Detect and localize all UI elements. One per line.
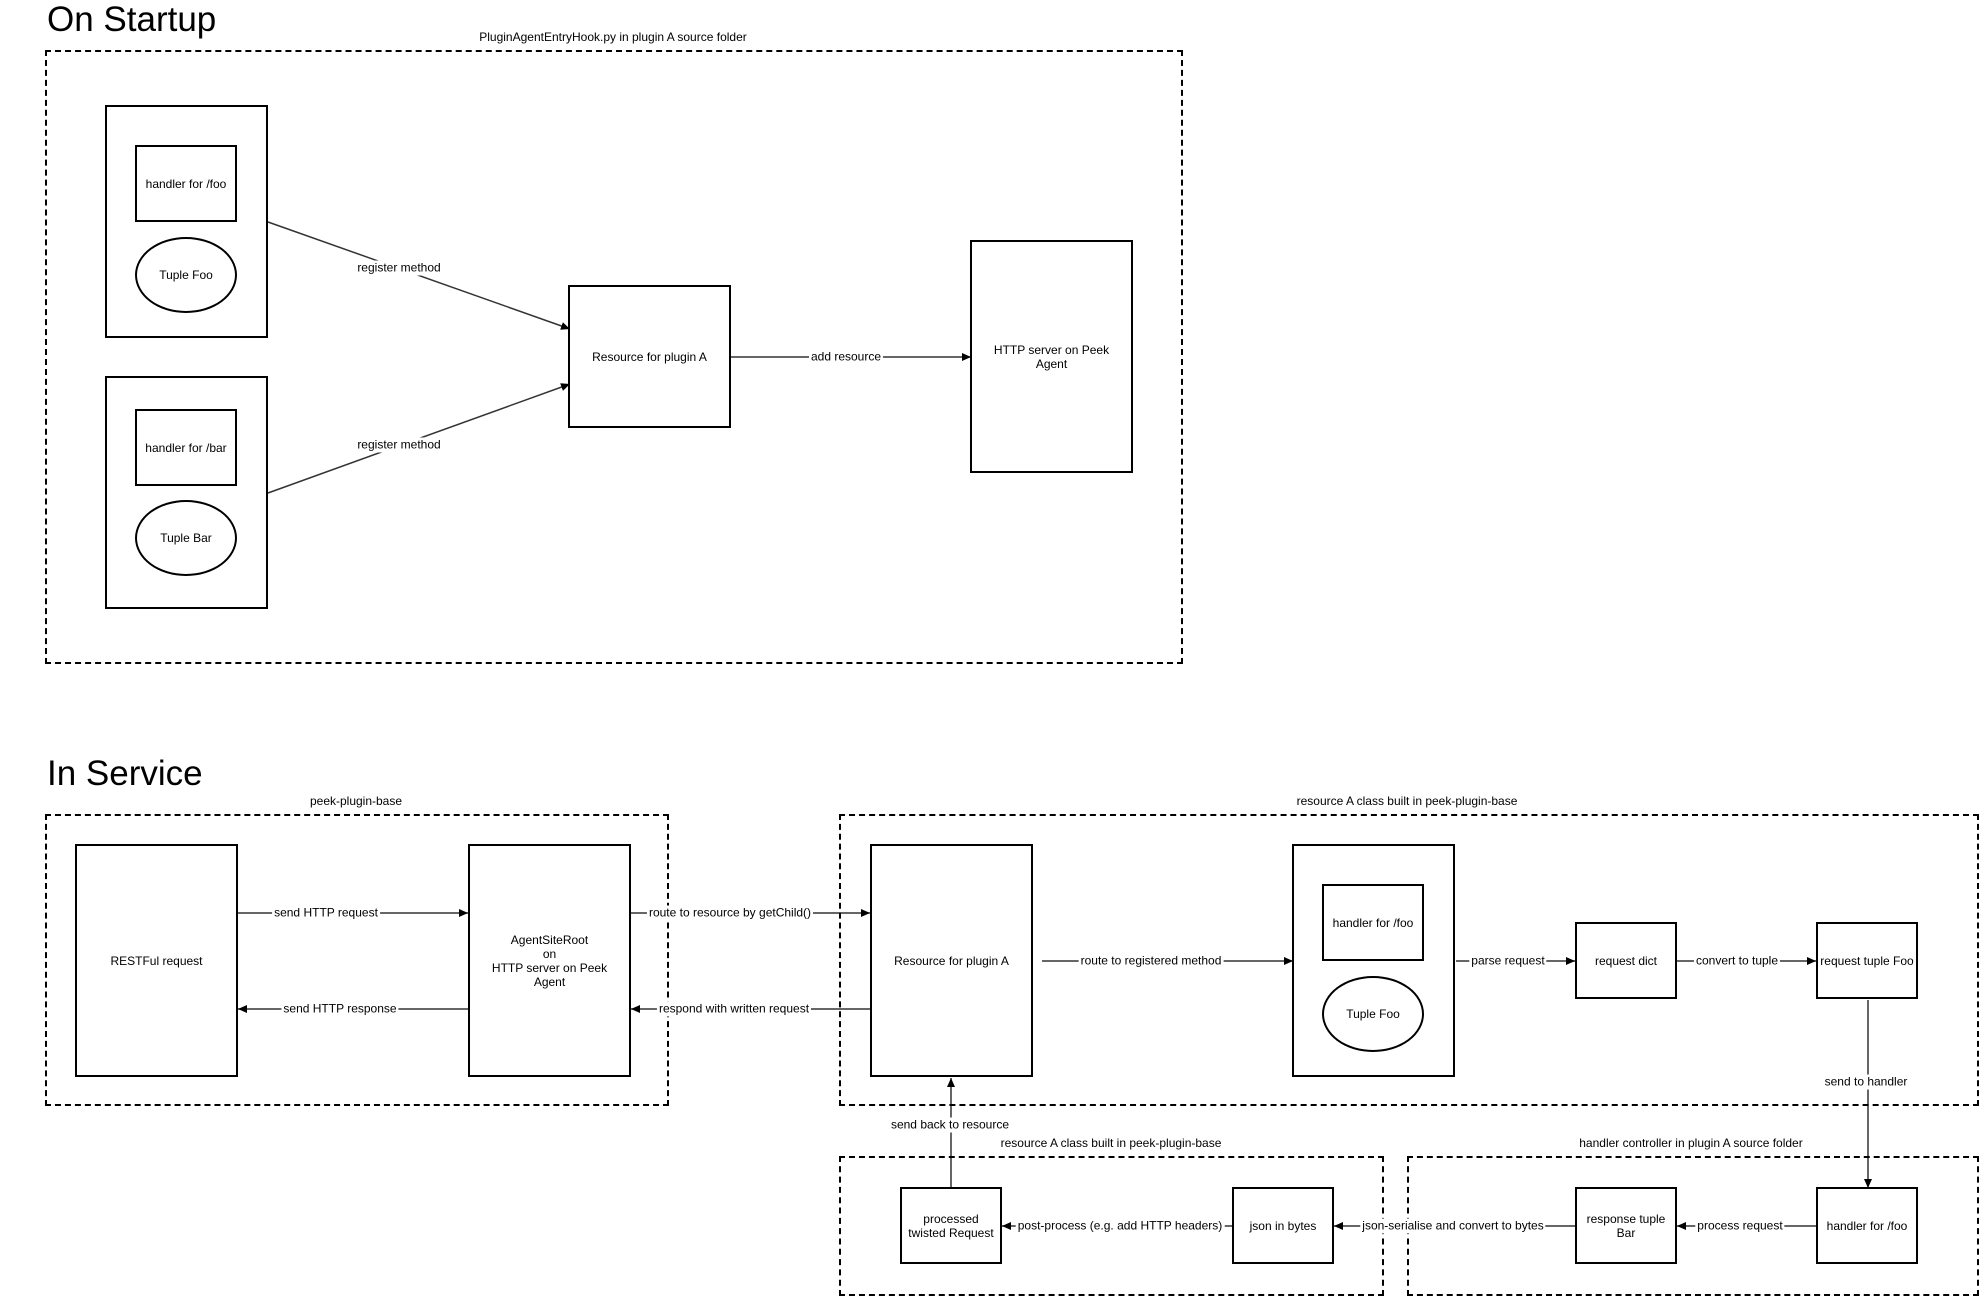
edge-label-convert-tuple: convert to tuple [1693,953,1781,969]
group-resource-class [839,814,1979,1106]
group-label-resource-class-bottom: resource A class built in peek-plugin-ba… [1000,1136,1222,1150]
service-handler-foo-container [1292,844,1455,1077]
group-label-peek-plugin-base: peek-plugin-base [309,794,403,808]
http-server-box: HTTP server on Peek Agent [970,240,1133,473]
edge-register-foo [267,221,571,330]
handler-foo-box: handler for /foo [135,145,237,222]
tuple-bar-ellipse: Tuple Bar [135,500,237,576]
resource-plugin-a-service-box: Resource for plugin A [870,844,1033,1077]
edge-label-send-http-response: send HTTP response [281,1001,399,1017]
processed-request-box: processed twisted Request [900,1187,1002,1264]
edge-label-json-serialise: json-serialise and convert to bytes [1360,1218,1546,1234]
edge-label-send-back: send back to resource [888,1117,1012,1133]
request-tuple-foo-box: request tuple Foo [1816,922,1918,999]
agent-site-root-box: AgentSiteRoot on HTTP server on Peek Age… [468,844,631,1077]
edge-label-send-handler: send to handler [1822,1074,1910,1090]
response-tuple-bar-box: response tuple Bar [1575,1187,1677,1264]
group-entry-hook [45,50,1183,664]
group-peek-plugin-base [45,814,669,1106]
group-label-handler-controller: handler controller in plugin A source fo… [1579,1136,1803,1150]
edge-label-respond-written: respond with written request [656,1001,812,1017]
section-heading-service: In Service [47,754,203,793]
edge-label-register-bar: register method [355,437,443,453]
restful-request-box: RESTFul request [75,844,238,1077]
edge-label-add-resource: add resource [808,349,884,365]
request-dict-box: request dict [1575,922,1677,999]
edge-label-parse-request: parse request [1469,953,1547,969]
service-handler-foo-box: handler for /foo [1322,884,1424,961]
edge-label-process-request: process request [1695,1218,1785,1234]
group-label-resource-class: resource A class built in peek-plugin-ba… [1296,794,1518,808]
json-in-bytes-box: json in bytes [1232,1187,1334,1264]
service-tuple-foo-ellipse: Tuple Foo [1322,976,1424,1052]
edge-label-send-http-request: send HTTP request [272,905,380,921]
handler-bar-box: handler for /bar [135,409,237,486]
edge-label-route-getchild: route to resource by getChild() [646,905,814,921]
section-heading-startup: On Startup [47,0,217,39]
plugin-handler-bar-container [105,376,268,609]
tuple-foo-ellipse: Tuple Foo [135,237,237,313]
plugin-handler-foo-container [105,105,268,338]
edge-label-post-process: post-process (e.g. add HTTP headers) [1015,1218,1225,1234]
controller-handler-foo-box: handler for /foo [1816,1187,1918,1264]
edge-label-register-foo: register method [355,260,443,276]
edge-label-route-registered: route to registered method [1078,953,1224,969]
resource-plugin-a-box: Resource for plugin A [568,285,731,428]
group-label-entry-hook: PluginAgentEntryHook.py in plugin A sour… [479,30,747,44]
